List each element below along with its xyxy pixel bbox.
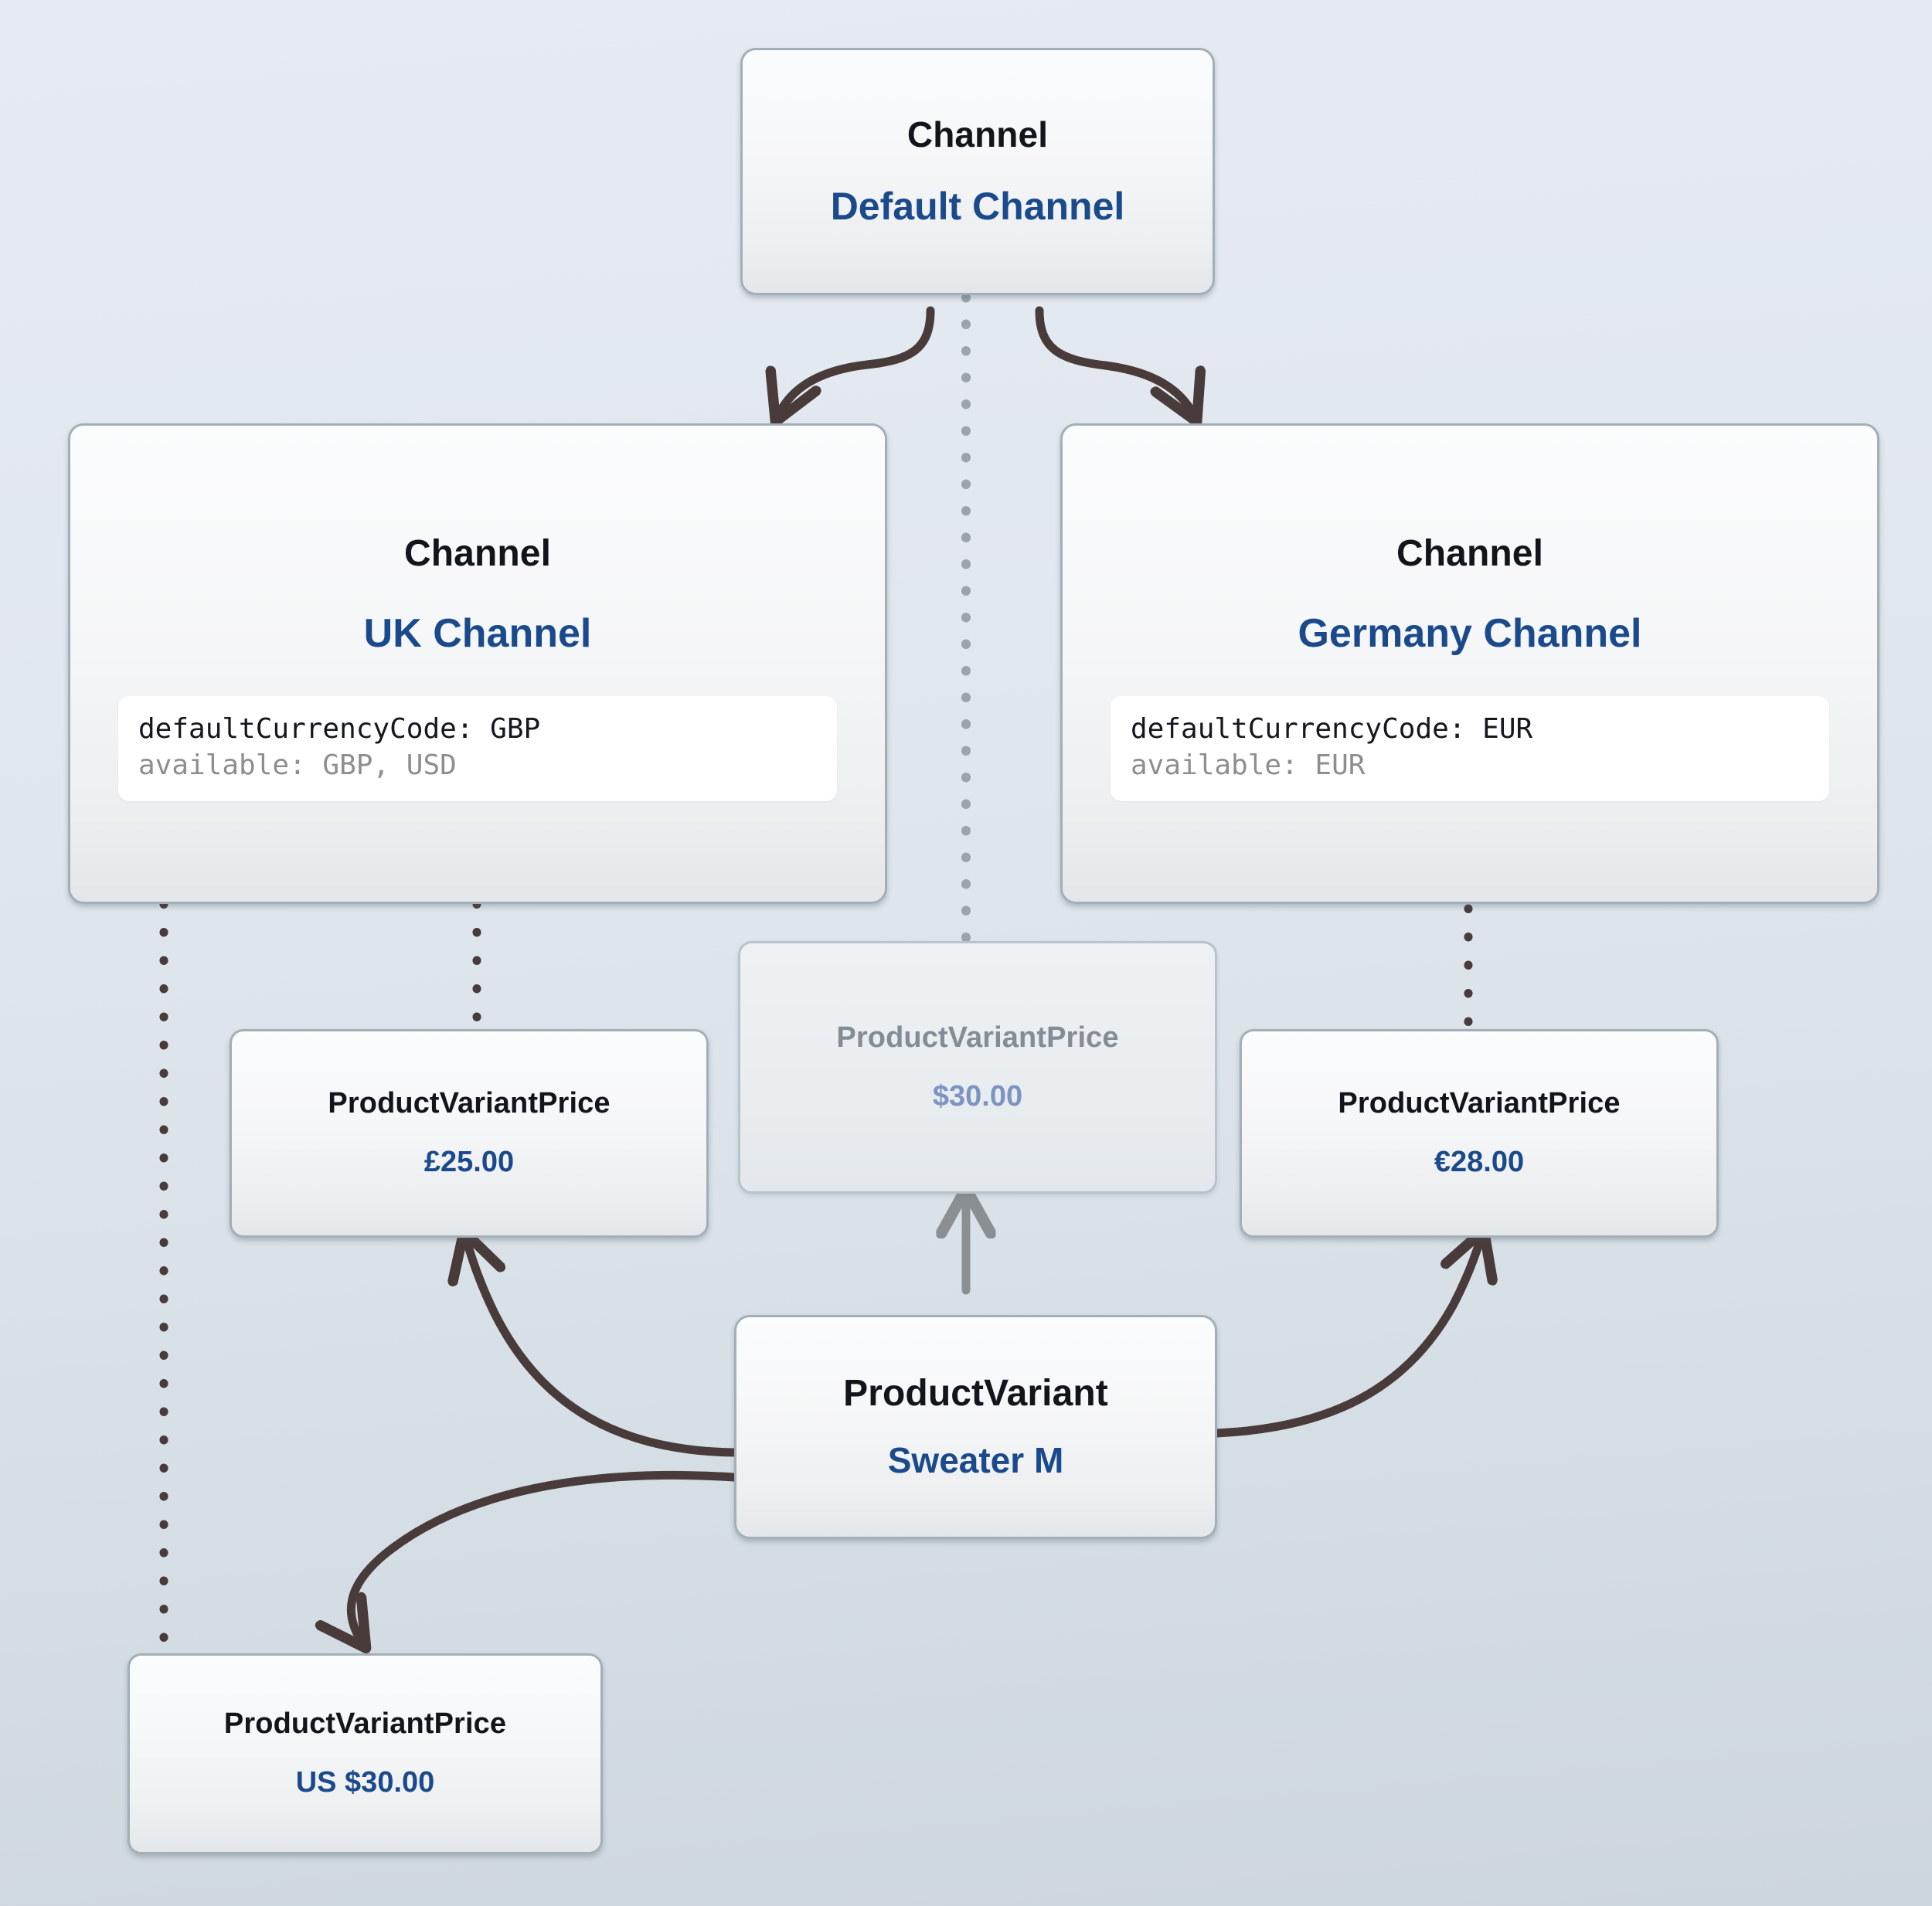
node-price-eur[interactable]: ProductVariantPrice €28.00 [1240, 1029, 1719, 1238]
node-price-usd-type: ProductVariantPrice [223, 1707, 507, 1741]
germany-channel-default-currency-code: defaultCurrencyCode: EUR [1131, 713, 1533, 746]
node-uk-channel-label: UK Channel [363, 611, 592, 656]
edge-variant-to-usd [351, 1470, 739, 1644]
node-germany-channel[interactable]: Channel Germany Channel defaultCurrencyC… [1060, 423, 1879, 904]
node-germany-channel-label: Germany Channel [1298, 611, 1642, 656]
node-price-usd-default-label: $30.00 [932, 1079, 1023, 1113]
node-product-variant[interactable]: ProductVariant Sweater M [734, 1315, 1217, 1539]
node-price-gbp[interactable]: ProductVariantPrice £25.00 [230, 1029, 709, 1238]
node-price-usd-label: US $30.00 [295, 1766, 435, 1799]
node-default-channel-label: Default Channel [830, 184, 1125, 228]
node-germany-channel-code-panel: defaultCurrencyCode: EUR available: EUR [1111, 696, 1829, 801]
node-price-eur-type: ProductVariantPrice [1338, 1087, 1621, 1120]
edge-default-to-germany [1035, 306, 1195, 417]
node-price-gbp-label: £25.00 [423, 1146, 515, 1178]
node-price-usd-default[interactable]: ProductVariantPrice $30.00 [738, 941, 1217, 1194]
edge-variant-to-gbp [465, 1236, 739, 1457]
node-price-usd[interactable]: ProductVariantPrice US $30.00 [128, 1653, 603, 1854]
node-product-variant-type: ProductVariant [843, 1373, 1108, 1415]
node-uk-channel-type: Channel [403, 533, 552, 575]
node-product-variant-label: Sweater M [887, 1440, 1064, 1481]
node-uk-channel[interactable]: Channel UK Channel defaultCurrencyCode: … [68, 423, 887, 904]
uk-channel-default-currency-code: defaultCurrencyCode: GBP [138, 713, 541, 746]
edge-default-to-uk [777, 306, 935, 417]
node-price-usd-default-type: ProductVariantPrice [836, 1021, 1119, 1054]
edge-variant-to-eur [1213, 1235, 1482, 1438]
node-default-channel[interactable]: Channel Default Channel [740, 48, 1215, 295]
node-price-eur-label: €28.00 [1434, 1146, 1525, 1178]
node-default-channel-type: Channel [906, 114, 1049, 155]
node-price-gbp-type: ProductVariantPrice [328, 1087, 611, 1120]
node-germany-channel-type: Channel [1396, 533, 1544, 575]
node-uk-channel-code-panel: defaultCurrencyCode: GBP available: GBP,… [118, 696, 837, 801]
germany-channel-available-currencies: available: EUR [1131, 749, 1366, 781]
uk-channel-available-currencies: available: GBP, USD [138, 749, 457, 781]
